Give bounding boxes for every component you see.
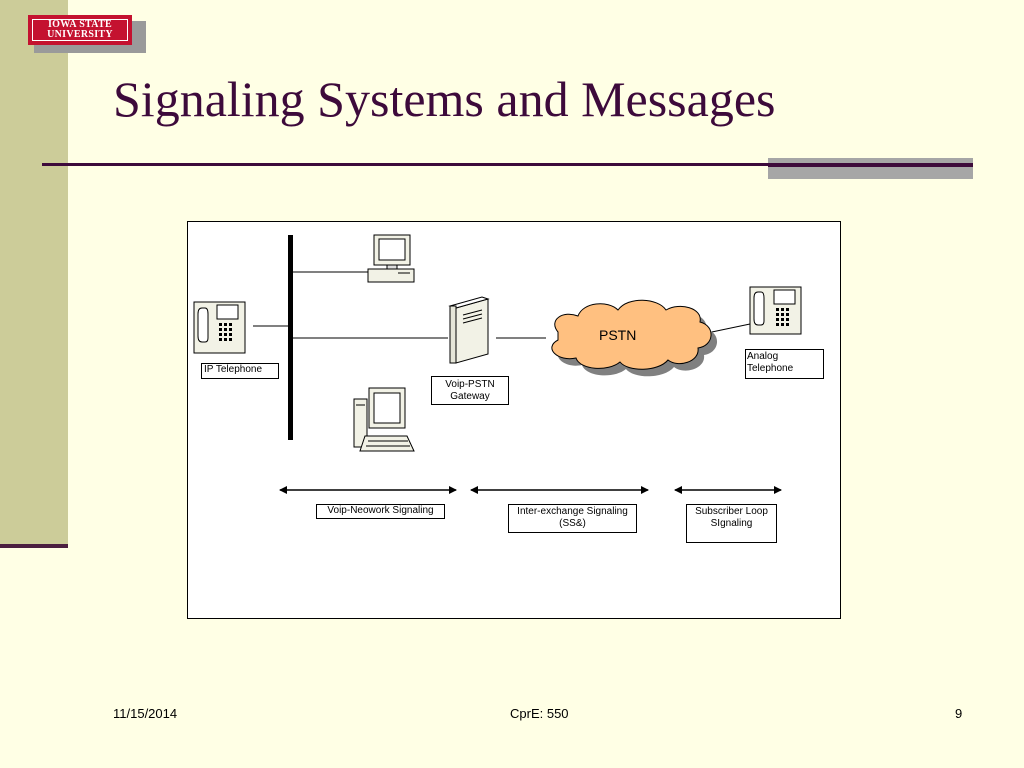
desktop-computer-icon bbox=[367, 234, 415, 283]
university-logo: IOWA STATE UNIVERSITY bbox=[28, 15, 146, 53]
analog-telephone-label: Analog Telephone bbox=[745, 349, 824, 379]
interexchange-signaling-label: Inter-exchange Signaling (SS&) bbox=[508, 504, 637, 533]
subscriber-signaling-label: Subscriber Loop SIgnaling bbox=[686, 504, 777, 543]
logo-line-1: IOWA STATE bbox=[47, 19, 113, 30]
network-backbone bbox=[288, 235, 293, 440]
title-accent-bar bbox=[768, 158, 973, 179]
title-rule bbox=[42, 163, 973, 166]
left-band bbox=[0, 0, 68, 548]
voip-signaling-label: Voip-Neowork Signaling bbox=[316, 504, 445, 519]
footer-course: CprE: 550 bbox=[510, 706, 569, 721]
analog-telephone-icon bbox=[749, 286, 802, 335]
network-diagram: PSTN IP Telephone Voip-PSTN Gateway Anal… bbox=[187, 221, 841, 619]
workstation-computer-icon bbox=[353, 387, 415, 452]
ip-telephone-icon bbox=[193, 301, 246, 354]
gateway-label: Voip-PSTN Gateway bbox=[431, 376, 509, 405]
footer-page-number: 9 bbox=[955, 706, 963, 721]
footer-date: 11/15/2014 bbox=[113, 706, 178, 721]
gateway-server-icon bbox=[448, 296, 490, 364]
pstn-cloud-icon bbox=[551, 299, 718, 377]
pstn-label: PSTN bbox=[599, 327, 636, 343]
title-accent-line bbox=[768, 163, 973, 167]
slide-title: Signaling Systems and Messages bbox=[113, 71, 776, 127]
left-band-rule bbox=[0, 544, 68, 548]
diagram-graphics: PSTN bbox=[193, 234, 802, 494]
ip-telephone-label: IP Telephone bbox=[201, 363, 279, 379]
logo-line-2: UNIVERSITY bbox=[47, 29, 113, 40]
